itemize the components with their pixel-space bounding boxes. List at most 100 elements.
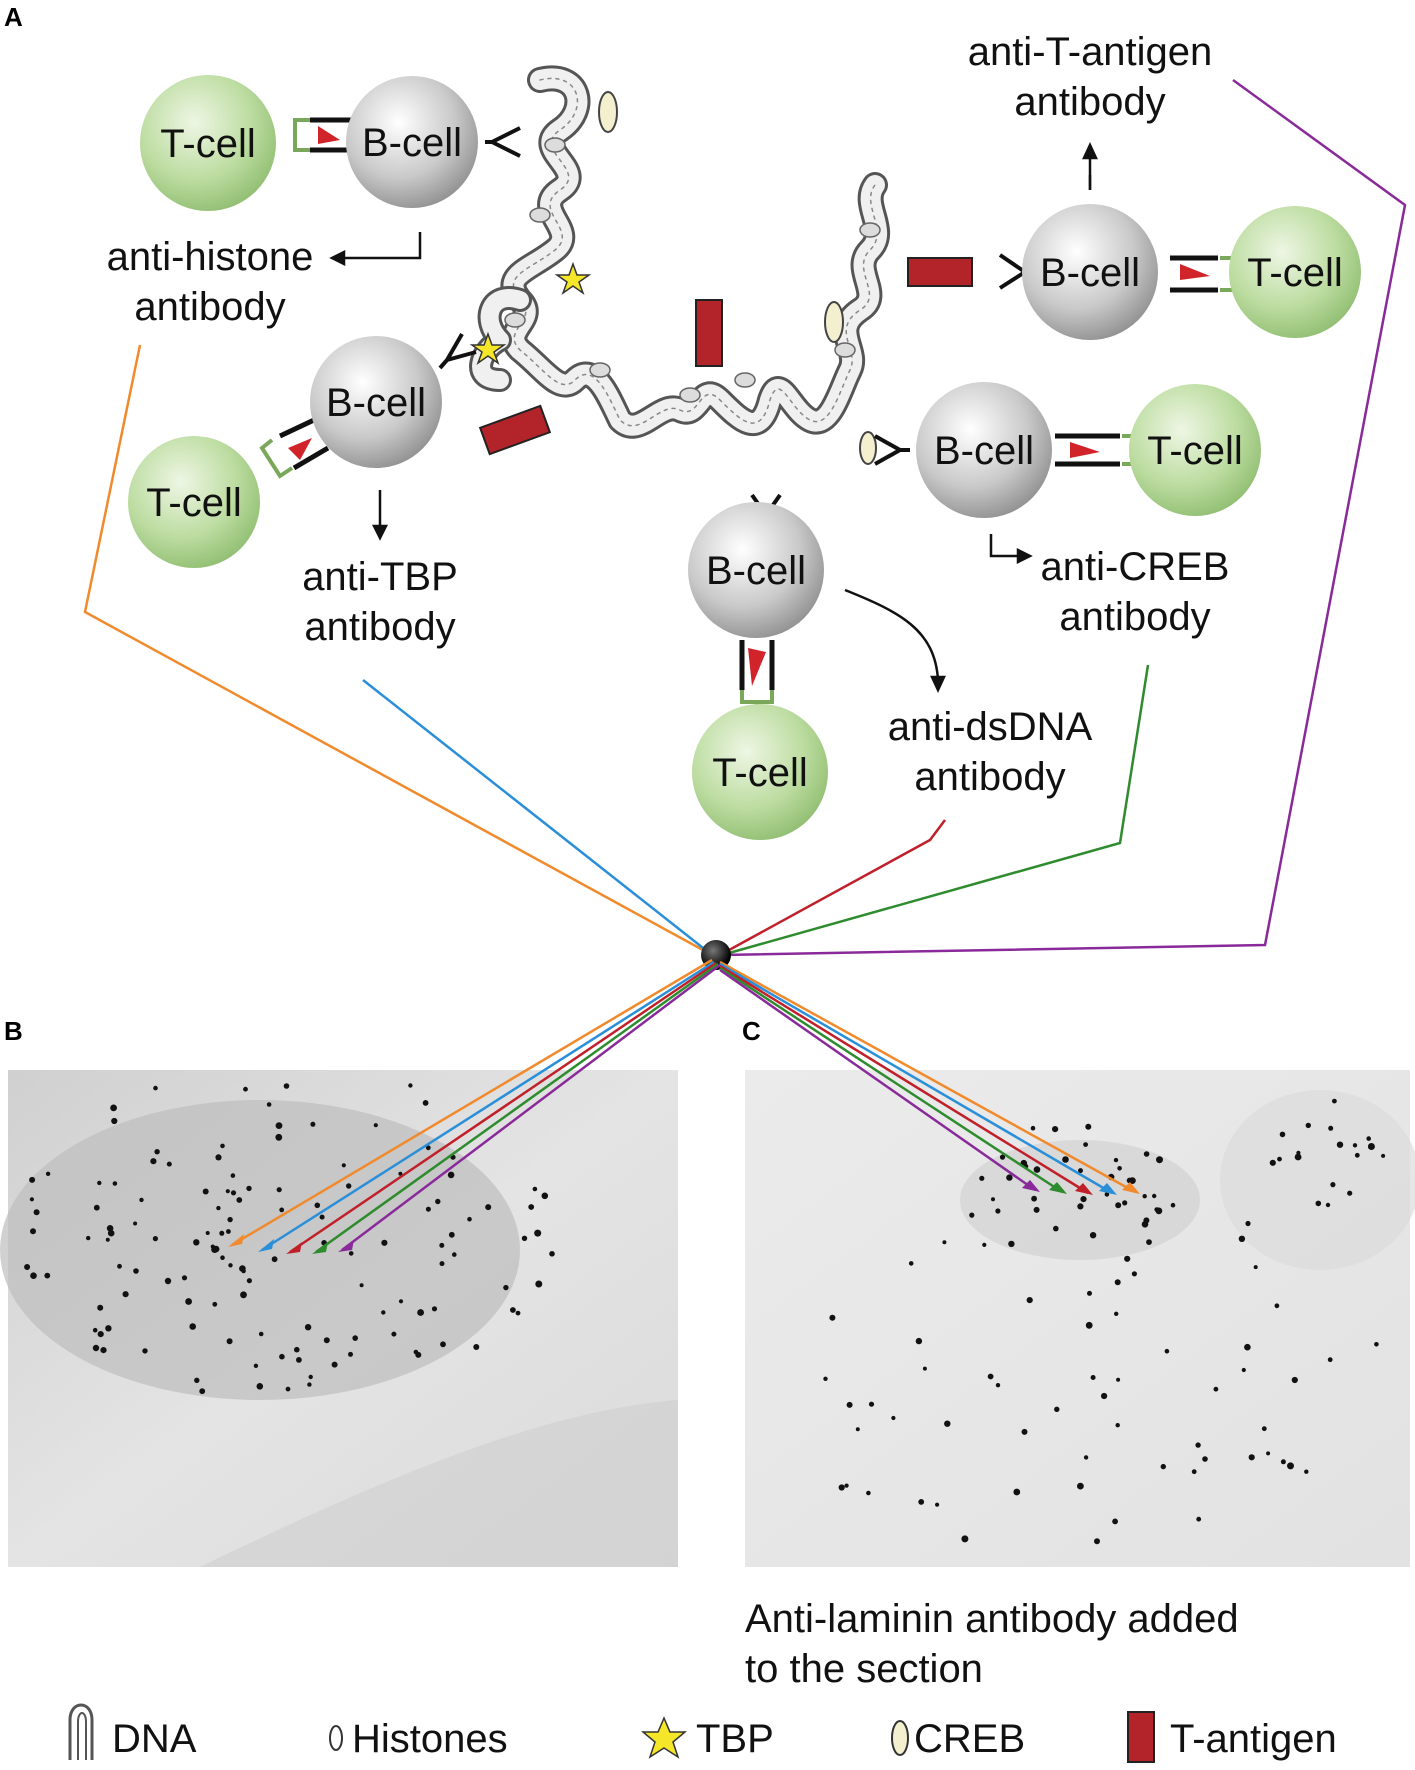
gold-particle-dot	[29, 1176, 36, 1183]
gold-particle-dot	[142, 1348, 148, 1354]
gold-particle-dot	[1336, 1141, 1344, 1148]
gold-particle-dot	[1366, 1136, 1371, 1141]
gold-particle-dot	[279, 1353, 285, 1360]
micrograph-b	[0, 1070, 678, 1567]
gold-particle-dot	[535, 1280, 543, 1288]
gold-particle-dot	[1026, 1297, 1033, 1304]
gold-particle-dot	[226, 1229, 231, 1234]
gold-particle-dot	[549, 1251, 555, 1257]
b-cell-5	[688, 502, 824, 638]
gold-particle-dot	[133, 1268, 139, 1274]
gold-particle-dot	[844, 1483, 849, 1488]
gold-dots-b	[24, 1083, 555, 1395]
b-cell-label: B-cell	[934, 429, 1034, 473]
gold-particle-dot	[243, 1086, 248, 1092]
gold-particle-dot	[1294, 1153, 1302, 1161]
gold-particle-dot	[1146, 1239, 1152, 1245]
t-cell-4	[1129, 384, 1261, 516]
gold-particle-dot	[1085, 1321, 1093, 1329]
gold-particle-dot	[1327, 1357, 1333, 1363]
gold-particle-dot	[112, 1181, 118, 1186]
gold-particle-dot	[473, 1344, 480, 1350]
gold-particle-dot	[308, 1374, 313, 1380]
gold-particle-dot	[1087, 1290, 1092, 1296]
gold-particle-dot	[33, 1209, 40, 1216]
gold-particle-dot	[1131, 1271, 1137, 1277]
gold-particle-dot	[240, 1291, 247, 1299]
gold-particle-dot	[1031, 1195, 1037, 1202]
gold-particle-dot	[995, 1208, 1001, 1214]
gold-particle-dot	[1315, 1200, 1322, 1207]
anti-t-antigen-label-1: anti-T-antigen	[968, 30, 1213, 74]
gold-particle-dot	[1142, 1194, 1147, 1199]
gold-particle-dot	[323, 1337, 330, 1344]
gold-particle-dot	[1196, 1516, 1202, 1522]
gold-particle-dot	[86, 1235, 91, 1241]
anti-histone-label-1: anti-histone	[107, 235, 314, 279]
b-cell-label: B-cell	[326, 381, 426, 425]
gold-particle-dot	[1094, 1538, 1100, 1545]
gold-particle-dot	[194, 1377, 200, 1384]
gold-particle-dot	[521, 1235, 528, 1242]
gold-particle-dot	[1077, 1203, 1084, 1210]
gold-particle-dot	[1277, 1156, 1282, 1162]
gold-particle-dot	[1164, 1348, 1170, 1354]
gold-particle-dot	[348, 1351, 353, 1357]
gold-particle-dot	[918, 1499, 925, 1505]
gold-particle-dot	[246, 1185, 252, 1192]
dna-icon	[68, 1703, 94, 1760]
t-cell-label: T-cell	[1247, 251, 1343, 295]
gold-particle-dot	[1077, 1482, 1084, 1490]
antibody-labels: anti-histone antibody anti-TBP antibody …	[107, 30, 1230, 799]
gold-particle-dot	[942, 1240, 947, 1245]
gold-particle-dot	[1367, 1143, 1375, 1150]
gold-particle-dot	[1089, 1232, 1097, 1239]
gold-particle-dot	[1248, 1454, 1255, 1461]
micrograph-arrows-b	[228, 958, 721, 1254]
gold-particle-dot	[152, 1236, 158, 1242]
gold-particle-dot	[228, 1263, 233, 1268]
gold-particle-dot	[304, 1324, 312, 1331]
gold-particle-dot	[1325, 1202, 1331, 1208]
gold-particle-dot	[215, 1154, 222, 1161]
gold-particle-dot	[855, 1427, 860, 1432]
b-cell-label: B-cell	[1040, 251, 1140, 295]
gold-particle-dot	[1195, 1442, 1201, 1448]
gold-particle-dot	[1155, 1207, 1163, 1215]
gold-particle-dot	[961, 1535, 969, 1543]
gold-particle-dot	[1296, 1150, 1301, 1155]
gold-particle-dot	[1238, 1235, 1246, 1243]
gold-particle-dot	[271, 1256, 278, 1263]
anti-creb-label-2: antibody	[1059, 595, 1210, 639]
gold-particle-dot	[439, 1261, 445, 1267]
gold-particle-dot	[1080, 1196, 1087, 1203]
micrograph-c	[745, 1070, 1415, 1567]
gold-particle-dot	[193, 1239, 200, 1246]
gold-particle-dot	[1381, 1153, 1386, 1158]
gold-particle-dot	[283, 1083, 290, 1089]
gold-particle-dot	[1170, 1202, 1176, 1208]
gold-particle-dot	[1129, 1177, 1136, 1184]
gold-particle-dot	[1280, 1459, 1286, 1465]
gold-particle-dot	[1241, 1367, 1246, 1373]
t-cell-label: T-cell	[1147, 429, 1243, 473]
anti-histone-label-2: antibody	[134, 285, 285, 329]
gold-particle-dot	[503, 1284, 509, 1291]
gold-particle-dot	[241, 1268, 246, 1274]
gold-particle-dot	[1213, 1386, 1219, 1392]
gold-particle-dot	[346, 1183, 352, 1189]
gold-particle-dot	[1274, 1303, 1280, 1309]
gold-particle-dot	[413, 1349, 419, 1355]
gold-particle-dot	[93, 1204, 100, 1211]
gold-particle-dot	[185, 1298, 193, 1305]
gold-particle-dot	[1008, 1240, 1015, 1248]
gold-particle-dot	[258, 1331, 264, 1337]
gold-particle-dot	[117, 1263, 122, 1269]
gold-particle-dot	[202, 1188, 209, 1195]
panel-label-a: A	[4, 2, 23, 32]
gold-particle-dot	[1352, 1143, 1358, 1148]
histones-on-dna	[504, 137, 881, 403]
gold-particle-dot	[1033, 1206, 1040, 1213]
gold-particle-dot	[447, 1171, 455, 1179]
gold-particle-dot	[219, 1230, 225, 1236]
